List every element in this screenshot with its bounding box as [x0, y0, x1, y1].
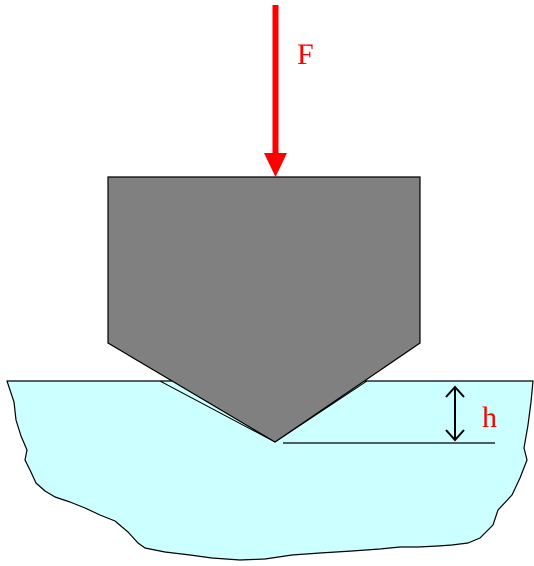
force-arrow	[264, 5, 287, 177]
specimen-block	[6, 380, 534, 561]
indenter	[107, 176, 421, 443]
depth-label: h	[482, 401, 497, 434]
depth-dimension-arrow	[445, 385, 465, 442]
force-label: F	[297, 38, 314, 71]
